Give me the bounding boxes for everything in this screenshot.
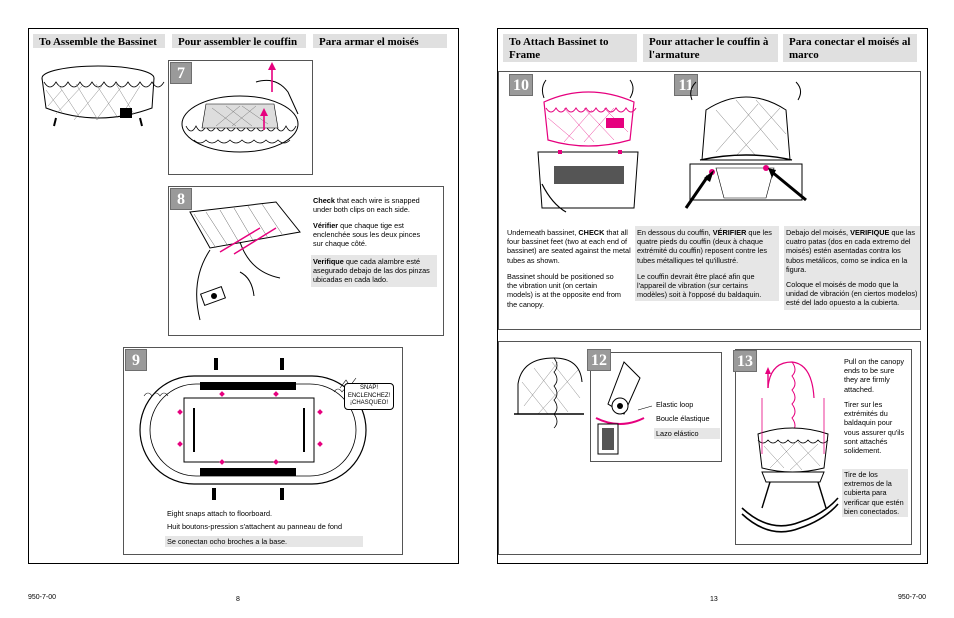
- step-9-badge: 9: [125, 349, 147, 371]
- step-8-text-es: Verifique que cada alambre esté asegurad…: [311, 255, 437, 287]
- step-9-text-en: Eight snaps attach to floorboard.: [167, 509, 273, 518]
- step-12-text-es: Lazo elástico: [654, 428, 720, 440]
- attach-text-es-p1: Debajo del moisés, VERIFIQUE que las cua…: [786, 228, 915, 274]
- step-12-text-en: Elastic loop: [656, 400, 694, 409]
- header-en-right: To Attach Bassinet to Frame: [503, 34, 637, 62]
- step-13-badge: 13: [733, 350, 757, 372]
- right-page-number: 13: [710, 596, 718, 603]
- header-es-left: Para armar el moisés: [313, 34, 447, 48]
- attach-text-fr: En dessous du couffin, VÉRIFIER que les …: [635, 226, 779, 302]
- snap-callout: SNAP! ENCLENCHEZ! ¡CHASQUEO!: [344, 383, 394, 410]
- attach-text-en-p1: Underneath bassinet, CHECK that all four…: [507, 228, 631, 265]
- header-fr-right: Pour attacher le couffin à l'armature: [643, 34, 778, 62]
- header-fr-left: Pour assembler le couffin: [172, 34, 306, 48]
- step-9-text-fr: Huit boutons-pression s'attachent au pan…: [167, 522, 343, 531]
- step-13-illustration: [741, 361, 839, 533]
- left-page-frame: [28, 28, 459, 564]
- step-7-illustration: [181, 62, 299, 153]
- step-12-text-fr: Boucle élastique: [656, 414, 710, 423]
- step-9-illustration: [139, 358, 367, 500]
- step-12-badge: 12: [587, 349, 611, 371]
- canopy-thumbnail: [514, 357, 584, 429]
- header-en-left: To Assemble the Bassinet: [33, 34, 165, 48]
- left-page-number: 8: [236, 596, 240, 603]
- left-footer-code: 950-7-00: [28, 594, 57, 601]
- step-8-illustration: [189, 201, 301, 321]
- step-9-text-es: Se conectan ocho broches a la base.: [165, 536, 363, 548]
- step-11-illustration: [684, 81, 807, 209]
- attach-text-fr-p2: Le couffin devrait être placé afin que l…: [637, 271, 762, 300]
- attach-text-en-p2: Bassinet should be positioned so the vib…: [507, 272, 621, 309]
- step-13-text-en: Pull on the canopy ends to be sure they …: [844, 357, 905, 394]
- step-13-text-fr: Tirer sur les extrémités du baldaquin po…: [844, 400, 905, 456]
- step-8-badge: 8: [170, 188, 192, 210]
- step-8-text-en: Check that each wire is snapped under bo…: [313, 196, 420, 215]
- step-13-text-es: Tire de los extremos de la cubierta para…: [842, 469, 908, 518]
- step-10-badge: 10: [509, 74, 533, 96]
- right-page-frame: [497, 28, 928, 564]
- attach-text-es-p2: Coloque el moisés de modo que la unidad …: [786, 280, 918, 308]
- attach-text-es: Debajo del moisés, VERIFIQUE que las cua…: [784, 226, 920, 310]
- step-12-illustration: [595, 361, 653, 455]
- attach-text-fr-p1: En dessous du couffin, VÉRIFIER que les …: [637, 228, 772, 265]
- step-10-illustration: [537, 79, 639, 213]
- step-11-badge: 11: [674, 74, 698, 96]
- step-7-badge: 7: [170, 62, 192, 84]
- right-footer-code: 950-7-00: [898, 594, 927, 601]
- header-es-right: Para conectar el moisés al marco: [783, 34, 917, 62]
- step-8-text-fr: Vérifier que chaque tige est enclenchée …: [313, 221, 421, 249]
- bassinet-illustration: [41, 65, 165, 127]
